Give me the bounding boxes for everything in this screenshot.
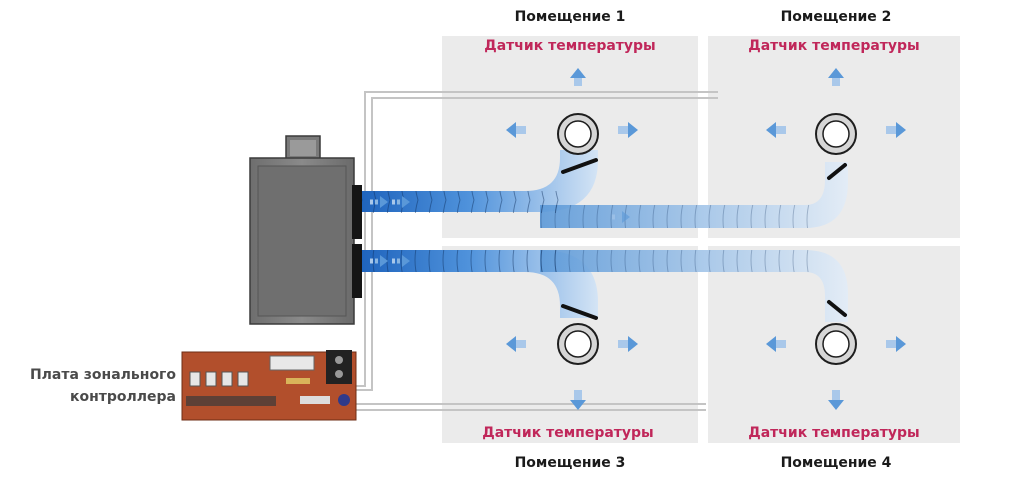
controller-label-line2: контроллера xyxy=(69,389,176,405)
room-2-sensor-label: Датчик температуры xyxy=(748,38,920,54)
control-wires xyxy=(355,91,718,411)
room-3-title: Помещение 3 xyxy=(514,455,626,471)
room-1-sensor-label: Датчик температуры xyxy=(484,38,656,54)
room-4-title: Помещение 4 xyxy=(780,455,892,471)
room-2-title: Помещение 2 xyxy=(780,9,892,25)
controller-label: Плата зонального контроллера xyxy=(0,364,176,408)
lower-duct xyxy=(362,250,848,322)
round-diffuser-icon xyxy=(557,113,857,365)
room-4-sensor-label: Датчик температуры xyxy=(748,425,920,441)
controller-label-line1: Плата зонального xyxy=(29,367,176,383)
circuit-board-icon xyxy=(181,350,357,421)
outflow-arrows xyxy=(506,68,906,410)
room-3-sensor-label: Датчик температуры xyxy=(482,425,654,441)
room-1-title: Помещение 1 xyxy=(514,9,626,25)
upper-duct xyxy=(362,150,848,228)
air-handling-unit-icon xyxy=(249,135,362,325)
damper-icon xyxy=(561,158,847,320)
